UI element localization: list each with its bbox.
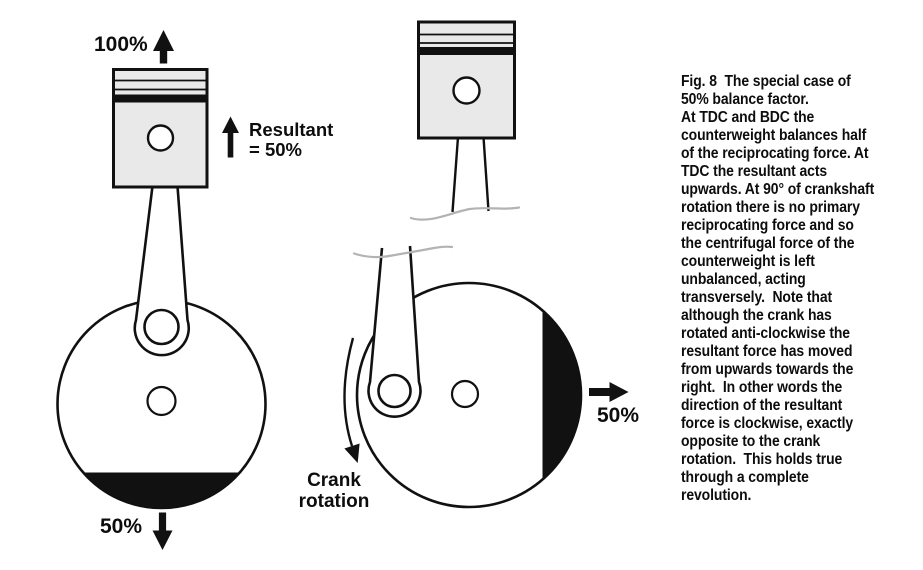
wrist-pin-left — [146, 124, 175, 152]
crank-rotation-label: Crank rotation — [298, 470, 370, 512]
arrow-right-50-icon — [589, 382, 629, 402]
wrist-pin-right — [452, 76, 481, 105]
break-line-lower — [352, 245, 454, 259]
rotation-arrow-arc — [343, 337, 355, 447]
crank-center-right — [450, 379, 480, 409]
figure-caption: Fig. 8 The special case of 50% balance f… — [681, 73, 875, 504]
counterweight-force-label-right: 50% — [597, 404, 640, 427]
connecting-rod-upper-right-leg — [482, 136, 490, 212]
crankpin-left — [143, 308, 180, 346]
connecting-rod-lower — [367, 245, 422, 418]
rotated-crank-diagram — [343, 20, 629, 509]
primary-force-label: 100% — [94, 33, 148, 56]
piston-right — [417, 20, 516, 140]
break-line-upper — [409, 206, 521, 221]
rotation-arrow-icon — [343, 337, 360, 463]
crank-center-left — [146, 385, 177, 417]
arrow-up-100-icon — [153, 30, 174, 64]
arrow-up-resultant-icon — [222, 116, 239, 158]
connecting-rod-left — [133, 185, 191, 357]
rotation-arrow-head — [344, 443, 360, 463]
crankpin-right — [377, 373, 412, 409]
arrow-down-50-icon — [152, 512, 173, 550]
counterweight-right — [542, 309, 582, 481]
piston-ring-band-left — [113, 94, 207, 103]
counterweight-left — [82, 472, 241, 509]
piston-left — [112, 68, 209, 189]
left-crank-diagram — [56, 30, 267, 550]
connecting-rod-upper-left-leg — [451, 136, 460, 213]
piston-ring-band-right — [418, 47, 515, 55]
resultant-force-label: Resultant = 50% — [249, 119, 334, 160]
counterweight-force-label-left: 50% — [100, 515, 143, 538]
